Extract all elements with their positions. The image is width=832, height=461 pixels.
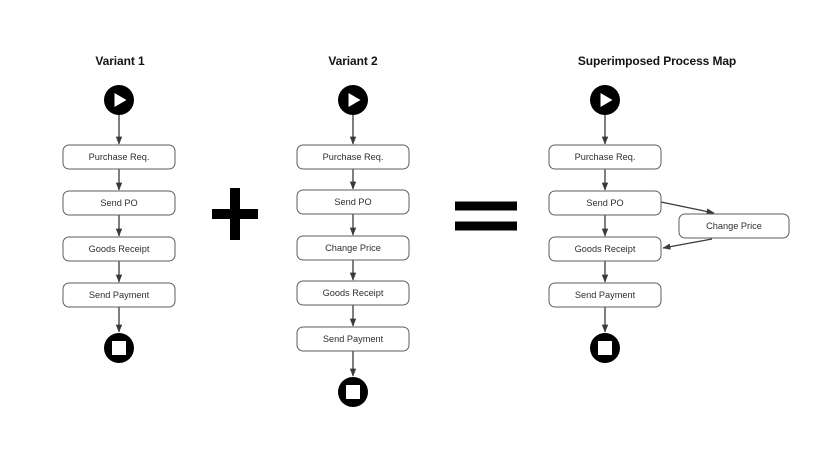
activity-node-send-payment[interactable]: Send Payment xyxy=(296,326,410,352)
node-box xyxy=(296,326,410,352)
node-label: Send PO xyxy=(586,198,623,208)
end-node[interactable] xyxy=(104,333,134,363)
node-label: Send Payment xyxy=(575,290,636,300)
node-label: Goods Receipt xyxy=(323,288,384,298)
stop-square-icon xyxy=(598,341,612,355)
activity-node-purchase-req[interactable]: Purchase Req. xyxy=(296,144,410,170)
activity-node-change-price[interactable]: Change Price xyxy=(678,213,790,239)
node-label: Send Payment xyxy=(323,334,384,344)
node-label: Purchase Req. xyxy=(323,152,384,162)
edge-change-price-to-goods-receipt xyxy=(662,238,713,250)
play-icon xyxy=(600,93,613,107)
node-label: Change Price xyxy=(706,221,762,231)
activity-node-change-price[interactable]: Change Price xyxy=(296,235,410,261)
node-box xyxy=(62,282,176,308)
node-label: Purchase Req. xyxy=(575,152,636,162)
plus-vertical-bar xyxy=(230,188,240,240)
activity-node-goods-receipt[interactable]: Goods Receipt xyxy=(548,236,662,262)
panel-variant-2: Variant 2 Purchase Req. Send PO Change Pric… xyxy=(296,54,410,407)
node-box xyxy=(548,236,662,262)
node-box xyxy=(548,190,662,216)
node-box xyxy=(296,280,410,306)
node-label: Send PO xyxy=(334,197,371,207)
node-label: Send Payment xyxy=(89,290,150,300)
panel-title: Variant 2 xyxy=(328,54,378,68)
stop-square-icon xyxy=(112,341,126,355)
node-box xyxy=(548,144,662,170)
play-icon xyxy=(114,93,127,107)
node-label: Goods Receipt xyxy=(575,244,636,254)
equals-bar-1 xyxy=(455,201,517,211)
node-label: Change Price xyxy=(325,243,381,253)
start-node[interactable] xyxy=(338,85,368,115)
plus-operator xyxy=(212,188,258,240)
equals-bar-2 xyxy=(455,221,517,231)
node-label: Send PO xyxy=(100,198,137,208)
activity-node-purchase-req[interactable]: Purchase Req. xyxy=(62,144,176,170)
equals-operator xyxy=(455,201,517,231)
edge-send-po-to-change-price xyxy=(660,201,715,215)
end-node[interactable] xyxy=(590,333,620,363)
panel-title: Variant 1 xyxy=(95,54,145,68)
node-label: Goods Receipt xyxy=(89,244,150,254)
node-box xyxy=(62,236,176,262)
activity-node-purchase-req[interactable]: Purchase Req. xyxy=(548,144,662,170)
activity-node-send-po[interactable]: Send PO xyxy=(62,190,176,216)
panel-variant-1: Variant 1 Purchase Req. Send PO Goods Recei… xyxy=(62,54,176,363)
panel-title: Superimposed Process Map xyxy=(578,54,736,68)
node-label: Purchase Req. xyxy=(89,152,150,162)
operators-layer xyxy=(212,188,517,240)
node-box xyxy=(62,144,176,170)
node-box xyxy=(548,282,662,308)
activity-node-send-po[interactable]: Send PO xyxy=(548,190,662,216)
stop-square-icon xyxy=(346,385,360,399)
start-node[interactable] xyxy=(590,85,620,115)
end-node[interactable] xyxy=(338,377,368,407)
play-icon xyxy=(348,93,361,107)
activity-node-send-payment[interactable]: Send Payment xyxy=(62,282,176,308)
node-box xyxy=(678,213,790,239)
node-box xyxy=(296,144,410,170)
activity-node-send-po[interactable]: Send PO xyxy=(296,189,410,215)
node-box xyxy=(296,235,410,261)
activity-node-send-payment[interactable]: Send Payment xyxy=(548,282,662,308)
start-node[interactable] xyxy=(104,85,134,115)
node-box xyxy=(62,190,176,216)
activity-node-goods-receipt[interactable]: Goods Receipt xyxy=(296,280,410,306)
node-box xyxy=(296,189,410,215)
panels-layer: Variant 1 Purchase Req. Send PO Goods Recei… xyxy=(62,54,790,407)
activity-node-goods-receipt[interactable]: Goods Receipt xyxy=(62,236,176,262)
